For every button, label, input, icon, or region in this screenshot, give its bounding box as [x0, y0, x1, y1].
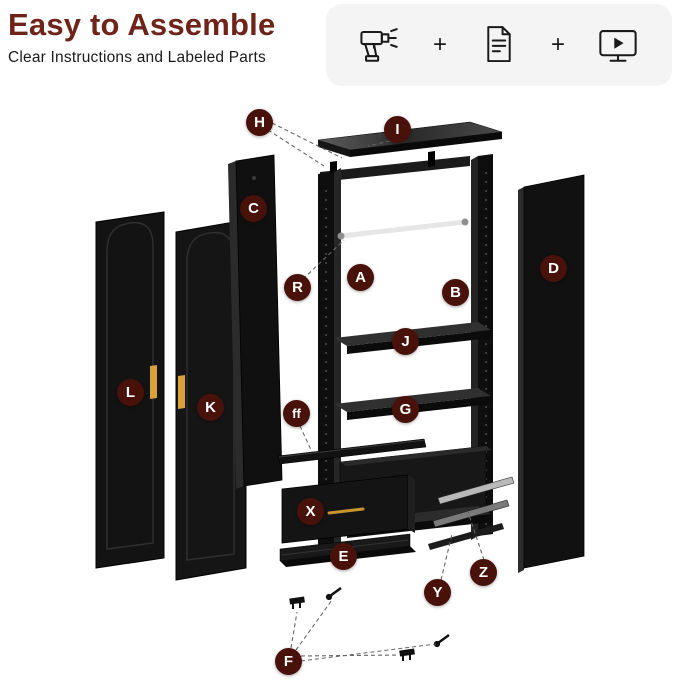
hardware-parts-f: [289, 587, 450, 661]
hanging-rod-r: [337, 218, 469, 240]
top-shelf-i: [317, 121, 503, 157]
gold-drawer-handle: [327, 507, 365, 515]
part-label-f: F: [275, 648, 302, 675]
feature-icons-panel: + +: [326, 4, 672, 86]
part-label-a: A: [347, 264, 374, 291]
gold-handle: [150, 365, 157, 399]
part-label-g: G: [392, 396, 419, 423]
part-label-b: B: [442, 279, 469, 306]
frame-uprights: [318, 151, 493, 551]
document-icon: [474, 18, 524, 72]
part-label-j: J: [392, 328, 419, 355]
part-label-c: C: [240, 195, 267, 222]
part-label-d: D: [540, 255, 567, 282]
part-label-h: H: [246, 109, 273, 136]
gold-handle: [178, 375, 185, 409]
part-label-i: I: [384, 116, 411, 143]
drill-icon: [354, 18, 406, 72]
side-panel-d: [518, 174, 585, 573]
part-label-y: Y: [424, 579, 451, 606]
part-label-e: E: [330, 543, 357, 570]
side-panel-c: [228, 154, 283, 489]
plus-separator: +: [550, 31, 565, 58]
hook-bracket: [428, 151, 435, 167]
rail-ff: [277, 438, 427, 465]
video-icon: [592, 18, 644, 72]
part-label-r: R: [284, 274, 311, 301]
headline: Easy to Assemble: [8, 7, 276, 42]
drawer-slides: [428, 476, 515, 550]
part-label-k: K: [197, 394, 224, 421]
part-label-l: L: [117, 379, 144, 406]
leader-lines: [267, 122, 485, 662]
part-label-ff: ff: [283, 400, 310, 427]
part-label-x: X: [297, 498, 324, 525]
plus-separator: +: [432, 31, 447, 58]
subheadline: Clear Instructions and Labeled Parts: [8, 49, 266, 67]
drawer-front-x: [281, 474, 415, 544]
header: Easy to Assemble Clear Instructions and …: [8, 7, 318, 67]
part-label-z: Z: [470, 559, 497, 586]
